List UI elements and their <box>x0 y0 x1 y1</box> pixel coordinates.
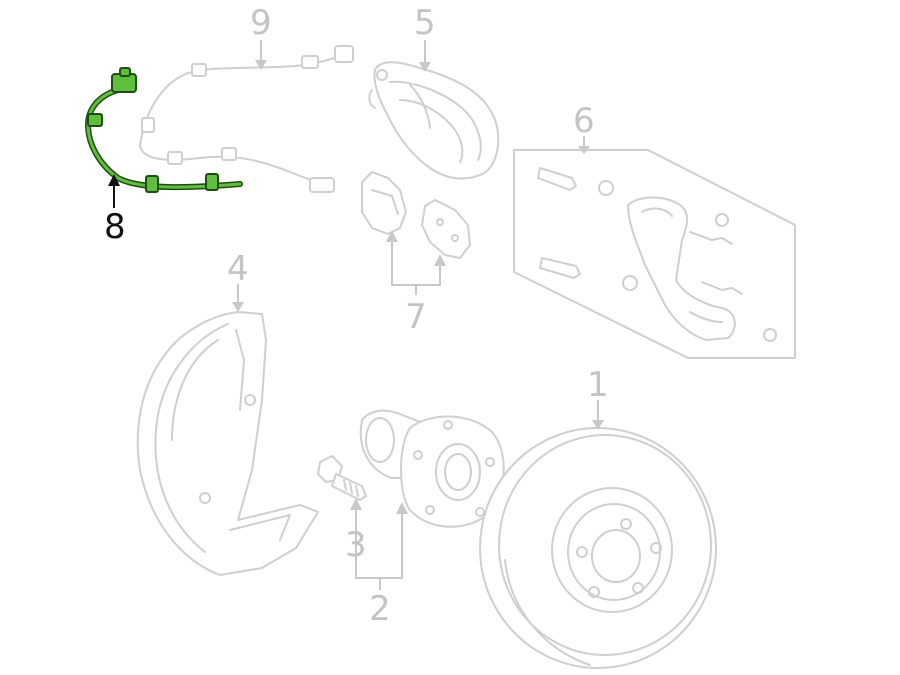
callout-4[interactable]: 4 <box>227 249 249 289</box>
part-3-hub-bolt[interactable] <box>317 455 367 501</box>
callout-1[interactable]: 1 <box>587 365 609 405</box>
callout-9[interactable]: 9 <box>250 3 272 43</box>
part-1-brake-rotor[interactable] <box>479 427 717 669</box>
callout-7[interactable]: 7 <box>405 297 427 337</box>
part-4-dust-shield[interactable] <box>136 311 319 576</box>
part-7-bracket-leader <box>386 230 446 295</box>
part-2-3-bracket-leader <box>350 498 408 590</box>
callout-3[interactable]: 3 <box>345 525 367 565</box>
part-5-caliper[interactable] <box>368 61 500 180</box>
part-9-wire-harness[interactable] <box>139 45 354 193</box>
callout-leaders <box>232 40 604 430</box>
callout-5[interactable]: 5 <box>414 3 436 43</box>
callout-8-active[interactable]: 8 <box>104 207 126 247</box>
callout-8-leader <box>108 174 120 208</box>
part-2-hub-bearing[interactable] <box>359 409 505 528</box>
part-8-abs-sensor-wire[interactable] <box>85 67 243 193</box>
part-6-bracket-kit[interactable] <box>513 149 796 359</box>
part-7-brake-pads[interactable] <box>361 171 471 259</box>
callout-2[interactable]: 2 <box>369 589 391 629</box>
callout-6[interactable]: 6 <box>573 101 595 141</box>
